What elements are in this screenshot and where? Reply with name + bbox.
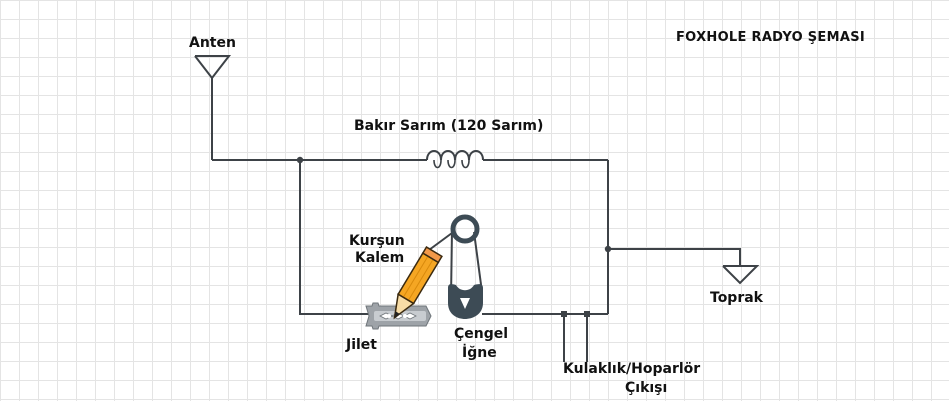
pin-wire-right bbox=[473, 231, 483, 293]
junction-dot bbox=[604, 245, 612, 253]
coil-label: Bakır Sarım (120 Sarım) bbox=[354, 118, 544, 134]
output-label-line2: Çıkışı bbox=[625, 380, 668, 396]
safety-pin-label-line2: İğne bbox=[462, 345, 497, 361]
ground-wire bbox=[608, 248, 741, 266]
safety-pin-label-line1: Çengel bbox=[454, 326, 509, 342]
ground-label: Toprak bbox=[710, 290, 763, 306]
razor-label: Jilet bbox=[346, 337, 377, 353]
junction-dot bbox=[296, 156, 304, 164]
pencil-icon bbox=[393, 246, 443, 320]
safety-pin-loop bbox=[450, 214, 480, 244]
pencil-lead-wire bbox=[428, 232, 453, 251]
left-wire bbox=[299, 160, 370, 315]
antenna-label: Anten bbox=[189, 35, 236, 51]
pencil-label-line2: Kalem bbox=[355, 250, 405, 266]
junction-dot bbox=[561, 311, 567, 317]
output-label-line1: Kulaklık/Hoparlör bbox=[563, 361, 701, 377]
diagram-title: FOXHOLE RADYO ŞEMASI bbox=[676, 30, 865, 45]
coil-symbol bbox=[426, 150, 484, 161]
antenna-symbol bbox=[194, 55, 232, 80]
coil-loops bbox=[433, 159, 470, 169]
pencil-label-line1: Kurşun bbox=[349, 233, 405, 249]
junction-dot bbox=[584, 311, 590, 317]
ground-symbol bbox=[722, 265, 760, 285]
